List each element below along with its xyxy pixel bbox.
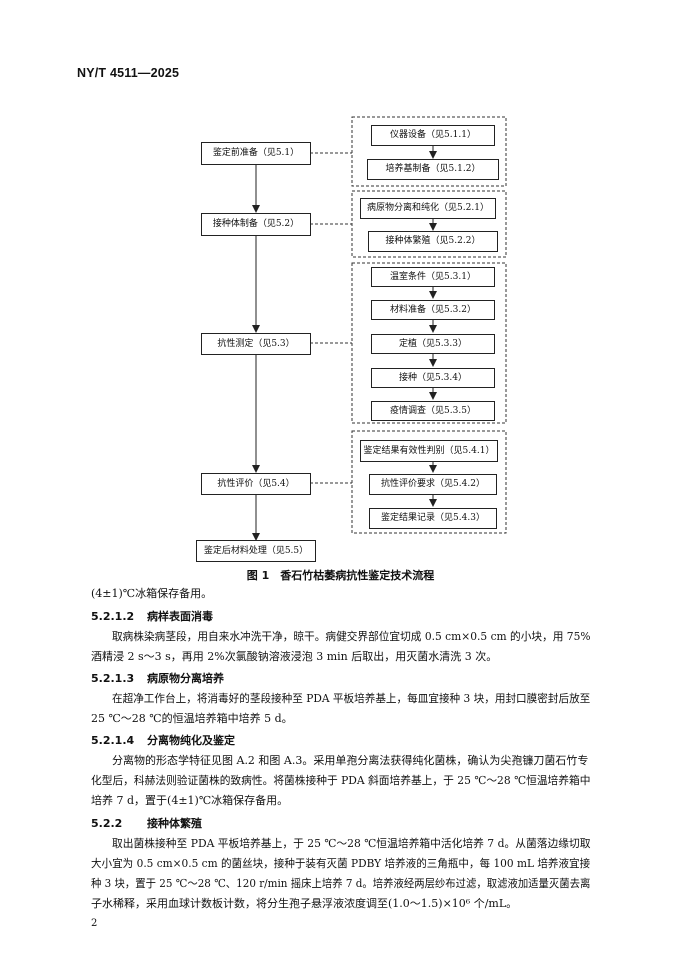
- flow-sub-planting: 定植（见5.3.3）: [371, 334, 495, 354]
- flow-sub-requirements: 抗性评价要求（见5.4.2）: [369, 474, 497, 495]
- paragraph-line: 子水稀释，采用血球计数板计数，将分生孢子悬浮液浓度调至(1.0～1.5)×10⁶…: [91, 897, 518, 910]
- figure-caption: 图 1 香石竹枯萎病抗性鉴定技术流程: [246, 569, 435, 582]
- paragraph-line: 取出菌株接种至 PDA 平板培养基上，于 25 ℃～28 ℃恒温培养箱中活化培养…: [112, 837, 591, 850]
- paragraph-line: 化型后，科赫法则验证菌株的致病性。将菌株接种于 PDA 斜面培养基上，于 25 …: [91, 774, 591, 787]
- page-number: 2: [91, 918, 98, 929]
- paragraph-line: 25 ℃～28 ℃的恒温培养箱中培养 5 d。: [91, 712, 293, 725]
- section-heading-5-2-2: 5.2.2 接种体繁殖: [91, 815, 202, 831]
- group-frame-4: [351, 430, 507, 534]
- section-title: 分离物纯化及鉴定: [147, 734, 235, 747]
- flow-step-material-disposal: 鉴定后材料处理（见5.5）: [196, 540, 316, 562]
- section-number: 5.2.1.3: [91, 672, 135, 685]
- section-number: 5.2.2: [91, 817, 123, 830]
- paragraph-line: 在超净工作台上，将消毒好的茎段接种至 PDA 平板培养基上，每皿宜接种 3 块，…: [112, 692, 591, 705]
- flow-sub-validity: 鉴定结果有效性判别（见5.4.1）: [360, 440, 498, 462]
- section-number: 5.2.1.4: [91, 734, 135, 747]
- section-heading-5-2-1-2: 5.2.1.2 病样表面消毒: [91, 608, 213, 624]
- flow-step-evaluation: 抗性评价（见5.4）: [201, 473, 311, 495]
- flow-step-resistance-test: 抗性测定（见5.3）: [201, 333, 311, 355]
- flow-sub-survey: 疫情调查（见5.3.5）: [371, 401, 495, 421]
- flow-sub-equipment: 仪器设备（见5.1.1）: [371, 125, 495, 146]
- flow-sub-materials: 材料准备（见5.3.2）: [371, 300, 495, 320]
- flow-step-inoculum: 接种体制备（见5.2）: [201, 213, 311, 236]
- paragraph-line: 种 3 块，置于 25 ℃～28 ℃、120 r/min 摇床上培养 7 d。培…: [91, 877, 591, 890]
- section-title: 接种体繁殖: [147, 817, 202, 830]
- flow-sub-greenhouse: 温室条件（见5.3.1）: [371, 267, 495, 287]
- flow-sub-record: 鉴定结果记录（见5.4.3）: [369, 508, 497, 529]
- section-heading-5-2-1-4: 5.2.1.4 分离物纯化及鉴定: [91, 732, 235, 748]
- flow-sub-propagation: 接种体繁殖（见5.2.2）: [368, 231, 498, 252]
- continuation-line: (4±1)℃冰箱保存备用。: [91, 587, 213, 600]
- flow-sub-medium: 培养基制备（见5.1.2）: [367, 159, 499, 180]
- flowchart-connectors: [252, 116, 507, 541]
- section-heading-5-2-1-3: 5.2.1.3 病原物分离培养: [91, 670, 224, 686]
- paragraph-line: 酒精浸 2 s～3 s，再用 2%次氯酸钠溶液浸泡 3 min 后取出，用灭菌水…: [91, 650, 498, 663]
- paragraph-line: 培养 7 d，置于(4±1)℃冰箱保存备用。: [91, 794, 289, 807]
- flow-sub-inoculation: 接种（见5.3.4）: [371, 368, 495, 388]
- group-frame-1: [351, 116, 507, 187]
- paragraph-line: 分离物的形态学特征见图 A.2 和图 A.3。采用单孢分离法获得纯化菌株，确认为…: [112, 754, 589, 767]
- standard-code: NY/T 4511—2025: [77, 66, 180, 80]
- flow-sub-isolation: 病原物分离和纯化（见5.2.1）: [360, 198, 496, 219]
- section-title: 病样表面消毒: [147, 610, 213, 623]
- paragraph-line: 取病株染病茎段，用自来水冲洗干净，晾干。病健交界部位宜切成 0.5 cm×0.5…: [112, 630, 591, 643]
- section-number: 5.2.1.2: [91, 610, 135, 623]
- section-title: 病原物分离培养: [147, 672, 224, 685]
- flow-step-preparation: 鉴定前准备（见5.1）: [201, 142, 311, 165]
- paragraph-line: 大小宜为 0.5 cm×0.5 cm 的菌丝块，接种于装有灭菌 PDBY 培养液…: [91, 857, 591, 870]
